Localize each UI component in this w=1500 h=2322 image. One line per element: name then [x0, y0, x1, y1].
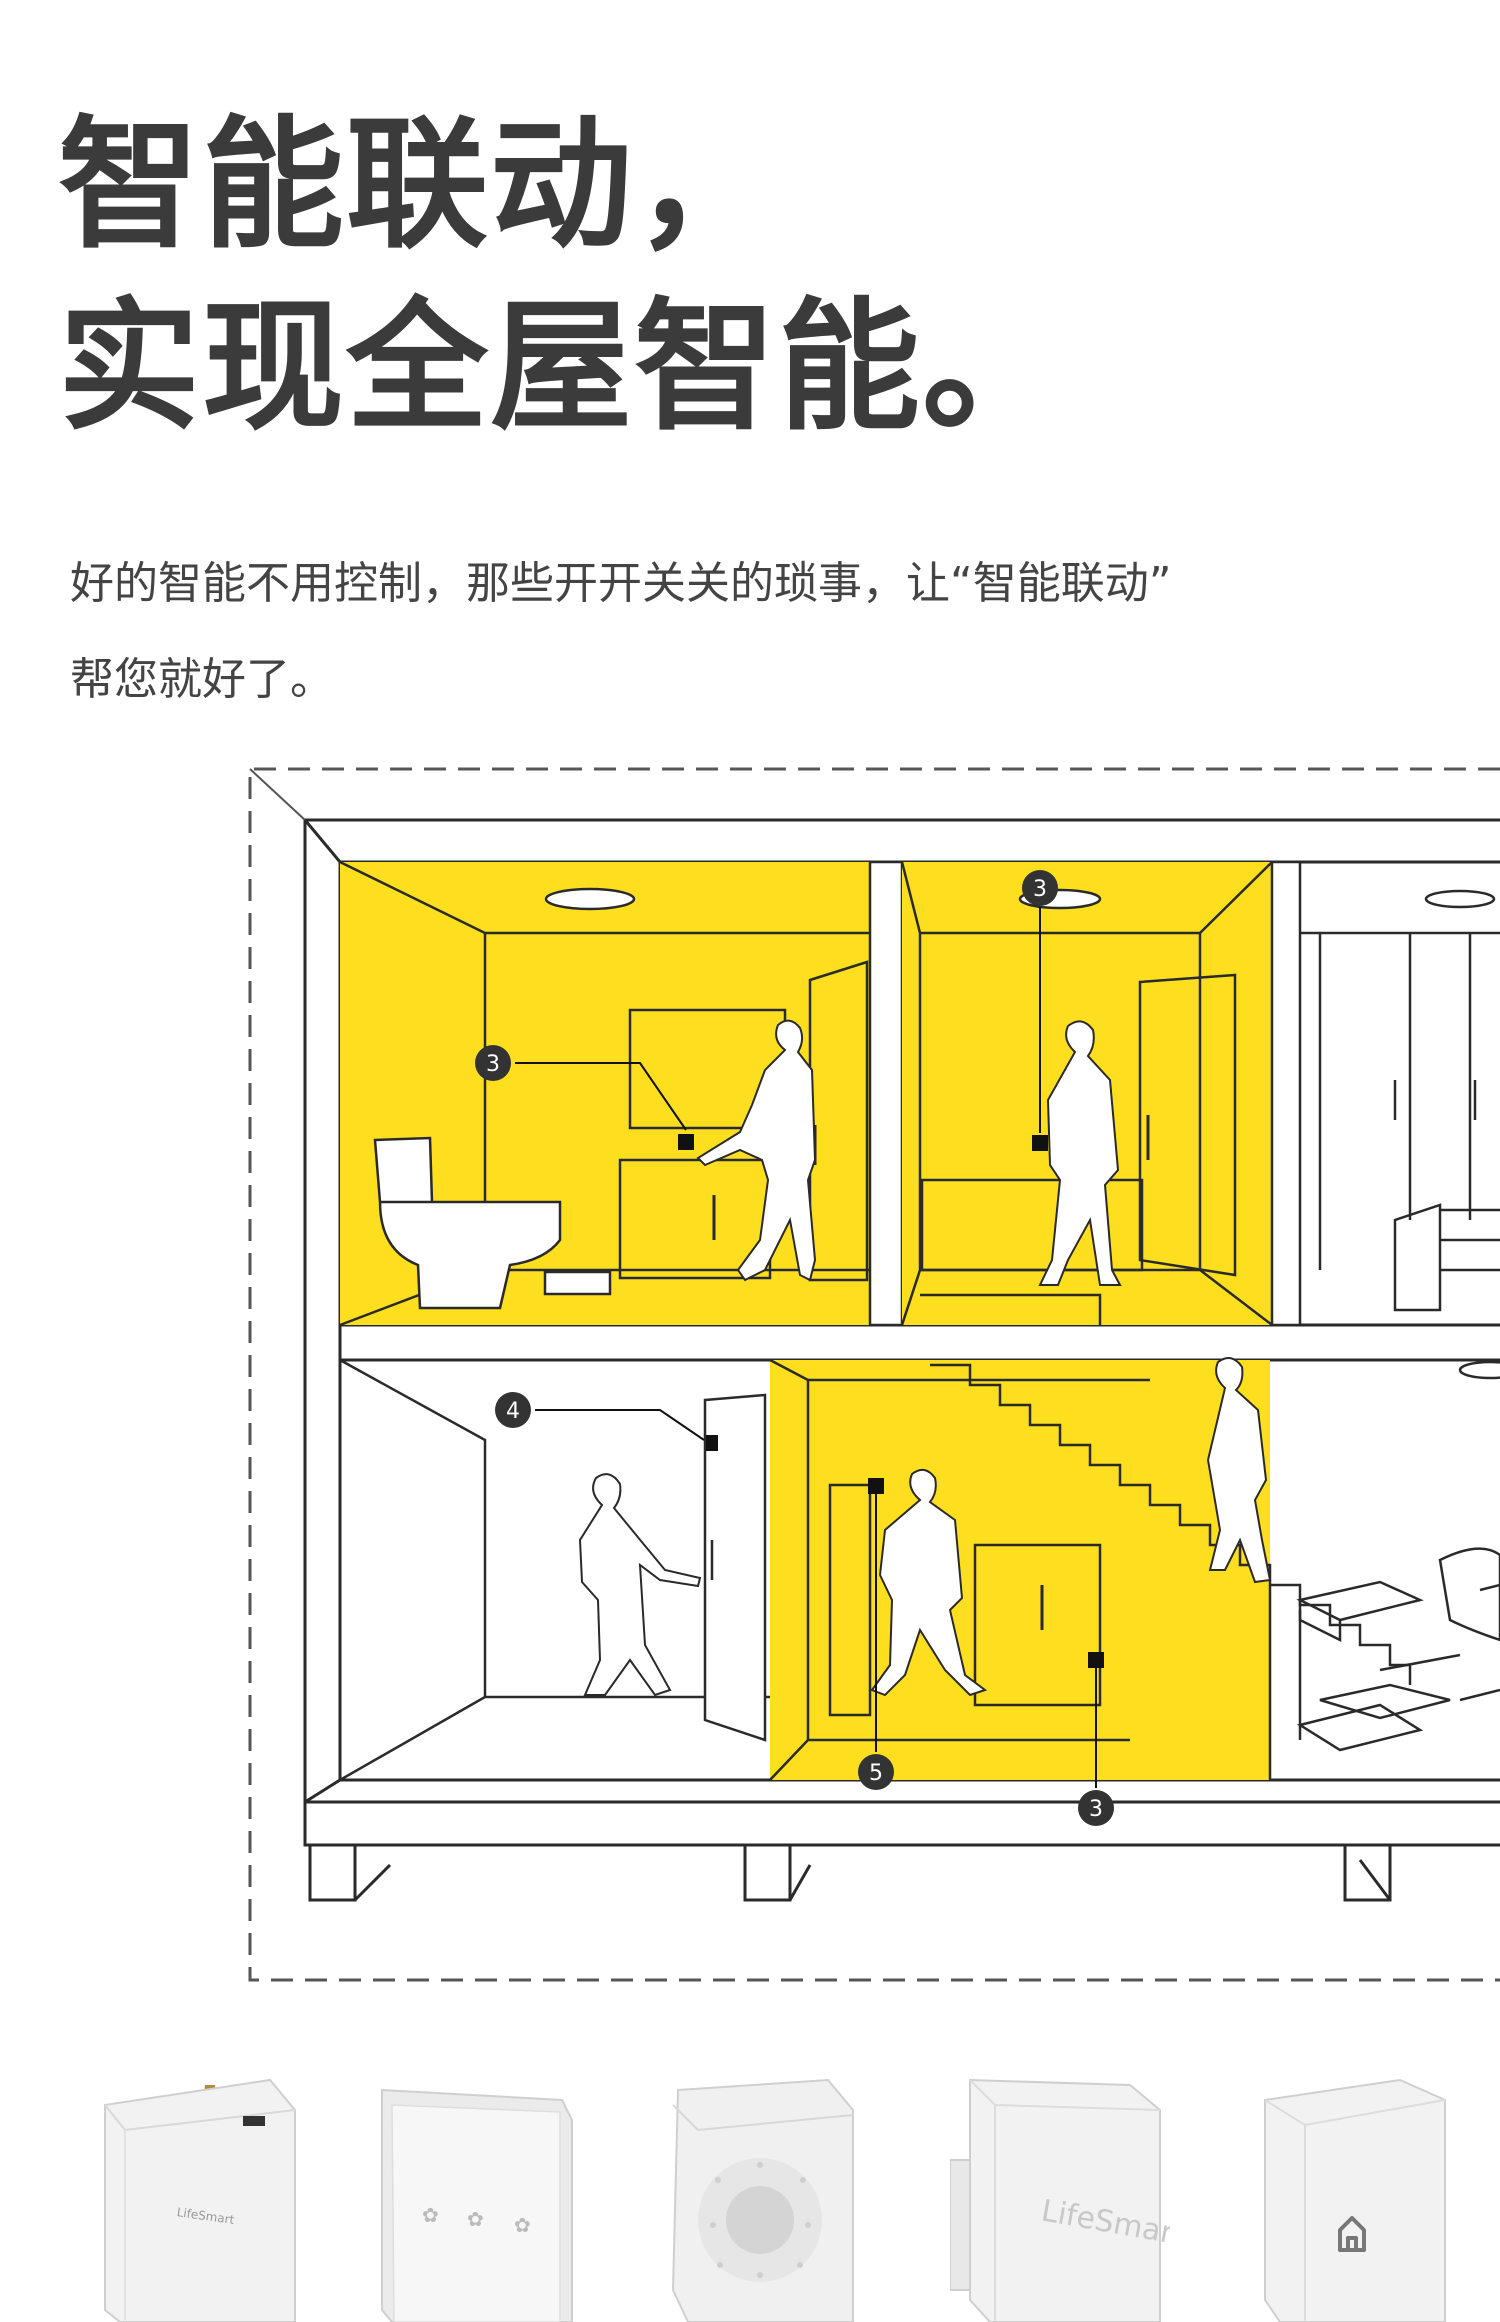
callout-bathroom: 3: [475, 1045, 687, 1131]
switch-icon-1: ✿: [422, 2203, 439, 2227]
room-closet: [1270, 860, 1500, 1327]
room-living: [1296, 1360, 1500, 1752]
callout-stairs-cabinet: 3: [1078, 1668, 1114, 1826]
person-stairs-upper: [1206, 1357, 1272, 1584]
pir-lens-icon: [726, 2186, 794, 2254]
room-bathroom: [339, 860, 904, 1327]
house-illustration: 3 3 4 5 3: [248, 767, 1500, 1982]
person-stairs-lower: [870, 1468, 988, 1697]
person-bathroom: [696, 1019, 817, 1282]
switch-icon-2: ✿: [467, 2207, 484, 2231]
product-scene-button: [1264, 2078, 1446, 2322]
staircase: [930, 1363, 1412, 1685]
room-hallway: [339, 1358, 770, 1782]
product-row: LifeSmart ✿ ✿ ✿ LifeSmart: [0, 2060, 1500, 2322]
person-bedroom: [1038, 1020, 1122, 1286]
svg-text:3: 3: [1089, 1797, 1103, 1822]
subtitle: 好的智能不用控制，那些开开关关的琐事，让“智能联动” 帮您就好了。: [70, 536, 1410, 728]
product-gateway-hub: LifeSmart: [104, 2078, 296, 2322]
person-hallway: [578, 1473, 702, 1697]
room-bedroom: [900, 861, 1273, 1326]
svg-text:5: 5: [869, 1761, 883, 1786]
headline-line-1: 智能联动，: [58, 103, 778, 268]
subtitle-line-1: 好的智能不用控制，那些开开关关的琐事，让“智能联动”: [70, 558, 1172, 609]
product-wall-switch: ✿ ✿ ✿: [381, 2088, 573, 2322]
room-stairs: [769, 1357, 1412, 1781]
svg-text:3: 3: [486, 1052, 500, 1077]
dashed-boundary: [248, 767, 1500, 1982]
home-icon: [1338, 2216, 1366, 2252]
svg-text:4: 4: [506, 1399, 520, 1424]
callout-stairs-person: 5: [858, 1494, 894, 1790]
product-motion-sensor: [671, 2078, 854, 2322]
headline: 智能联动， 实现全屋智能。: [58, 95, 1066, 459]
toilet: [373, 1136, 562, 1310]
callout-bedroom: 3: [1022, 870, 1058, 1133]
product-door-sensor: LifeSmart: [950, 2078, 1170, 2322]
headline-line-2: 实现全屋智能。: [58, 285, 1066, 450]
callout-door: 4: [495, 1392, 705, 1441]
svg-text:3: 3: [1033, 877, 1047, 902]
subtitle-line-2: 帮您就好了。: [70, 654, 334, 705]
switch-icon-3: ✿: [514, 2213, 531, 2237]
